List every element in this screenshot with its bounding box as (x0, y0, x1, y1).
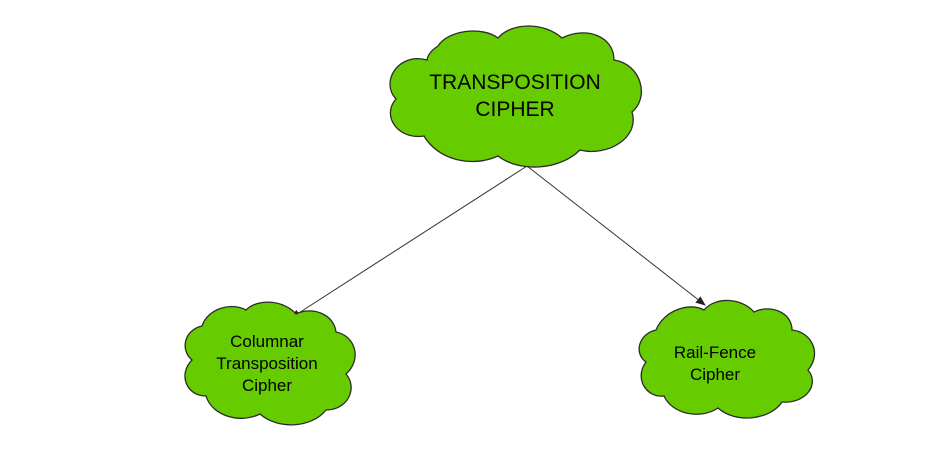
node-label-railfence: Rail-Fence Cipher (640, 338, 790, 390)
node-label-columnar-line-1: Columnar (230, 332, 304, 351)
node-label-railfence-line-1: Rail-Fence (673, 343, 757, 362)
node-label-root-line-2: CIPHER (475, 98, 555, 121)
edge-root-to-railfence (526, 165, 706, 306)
node-label-root-line-1: TRANSPOSITION (429, 71, 601, 94)
node-label-root: TRANSPOSITION CIPHER (400, 64, 630, 128)
node-label-columnar: Columnar Transposition Cipher (188, 328, 346, 400)
edge-root-to-columnar (290, 165, 528, 319)
cloud-node-columnar (184, 301, 356, 426)
node-label-columnar-line-2: Transposition (216, 354, 318, 373)
cloud-node-railfence (638, 299, 816, 419)
cloud-node-root (389, 25, 642, 168)
node-label-railfence-line-2: Cipher (689, 365, 741, 384)
node-label-columnar-line-3: Cipher (241, 376, 293, 395)
